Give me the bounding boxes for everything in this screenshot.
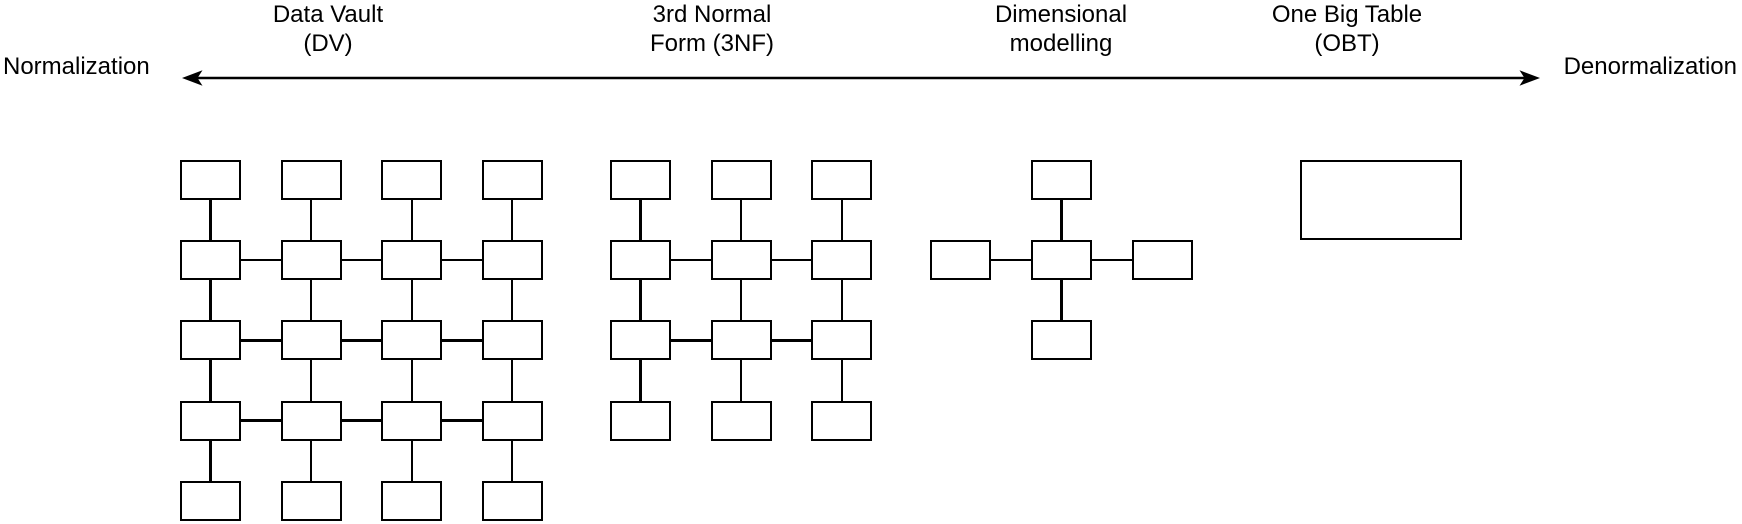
relationship-line <box>739 360 743 401</box>
relationship-line <box>1060 280 1063 320</box>
one-big-table-label-line1: One Big Table <box>1271 1 1423 28</box>
dimensional-modelling-label: Dimensional modelling <box>941 0 1181 58</box>
relationship-line <box>442 419 482 422</box>
relationship-line <box>511 280 514 321</box>
table-box <box>381 240 443 281</box>
relationship-line <box>341 419 382 422</box>
relationship-line <box>739 280 743 321</box>
relationship-line <box>309 440 313 481</box>
relationship-line <box>1060 200 1063 240</box>
table-box <box>280 160 342 200</box>
relationship-line <box>840 280 843 321</box>
dimension-table-box <box>1031 160 1092 200</box>
table-box <box>811 240 873 281</box>
relationship-line <box>241 259 281 262</box>
relationship-line <box>639 360 642 401</box>
relationship-line <box>410 440 413 481</box>
relationship-line <box>511 440 514 481</box>
relationship-line <box>309 200 313 241</box>
table-box <box>280 400 342 441</box>
table-box <box>481 160 543 200</box>
table-box <box>811 320 873 361</box>
table-box <box>610 240 671 281</box>
table-box <box>710 160 772 200</box>
table-box <box>180 160 241 200</box>
relationship-line <box>410 360 413 401</box>
spectrum-arrow <box>182 70 1540 86</box>
table-box <box>280 240 342 281</box>
relationship-line <box>840 200 843 241</box>
table-box <box>481 320 543 361</box>
table-box <box>381 480 443 521</box>
table-box <box>381 320 443 361</box>
relationship-line <box>671 259 711 262</box>
relationship-line <box>671 339 711 342</box>
relationship-line <box>410 280 413 321</box>
relationship-line <box>309 360 313 401</box>
fact-table-box <box>1031 240 1092 280</box>
table-box <box>180 400 241 441</box>
table-box <box>180 480 241 521</box>
relationship-line <box>511 360 514 401</box>
table-box <box>381 400 443 441</box>
third-normal-form-label-line2: Form (3NF) <box>650 30 774 57</box>
third-normal-form-label-line1: 3rd Normal <box>652 1 772 28</box>
normalization-label: Normalization <box>3 53 150 80</box>
relationship-line <box>410 200 413 241</box>
relationship-line <box>639 200 642 241</box>
relationship-line <box>341 259 382 262</box>
one-big-table-label-line2: (OBT) <box>1314 30 1380 57</box>
table-box <box>381 160 443 200</box>
dimension-table-box <box>1031 320 1092 360</box>
arrowhead-left-icon <box>182 70 203 86</box>
one-big-table-box <box>1300 160 1462 240</box>
table-box <box>610 400 671 441</box>
data-vault-label-line2: (DV) <box>303 30 353 57</box>
arrowhead-right-icon <box>1519 70 1540 86</box>
relationship-line <box>209 440 212 481</box>
relationship-line <box>209 280 212 321</box>
table-box <box>481 240 543 281</box>
table-box <box>710 320 772 361</box>
dimension-table-box <box>1132 240 1193 280</box>
table-box <box>811 160 873 200</box>
relationship-line <box>442 339 482 342</box>
relationship-line <box>209 200 212 241</box>
relationship-line <box>1092 258 1132 262</box>
dimension-table-box <box>930 240 991 280</box>
relationship-line <box>991 258 1031 262</box>
table-box <box>180 320 241 361</box>
denormalization-label: Denormalization <box>1563 53 1737 80</box>
table-box <box>180 240 241 281</box>
third-normal-form-label: 3rd Normal Form (3NF) <box>592 0 832 58</box>
relationship-line <box>341 339 382 342</box>
relationship-line <box>771 259 812 262</box>
table-box <box>710 240 772 281</box>
relationship-line <box>840 360 843 401</box>
table-box <box>481 400 543 441</box>
data-vault-label-line1: Data Vault <box>272 1 384 28</box>
relationship-line <box>639 280 642 321</box>
table-box <box>280 480 342 521</box>
relationship-line <box>771 339 812 342</box>
table-box <box>811 400 873 441</box>
dimensional-modelling-label-line2: modelling <box>1009 30 1113 57</box>
relationship-line <box>739 200 743 241</box>
relationship-line <box>309 280 313 321</box>
table-box <box>610 160 671 200</box>
one-big-table-label: One Big Table (OBT) <box>1227 0 1467 58</box>
relationship-line <box>442 259 482 262</box>
relationship-line <box>209 360 212 401</box>
relationship-line <box>241 339 281 342</box>
table-box <box>481 480 543 521</box>
data-vault-label: Data Vault (DV) <box>208 0 448 58</box>
table-box <box>280 320 342 361</box>
table-box <box>610 320 671 361</box>
dimensional-modelling-label-line1: Dimensional <box>994 1 1128 28</box>
table-box <box>710 400 772 441</box>
relationship-line <box>241 419 281 422</box>
relationship-line <box>511 200 514 241</box>
